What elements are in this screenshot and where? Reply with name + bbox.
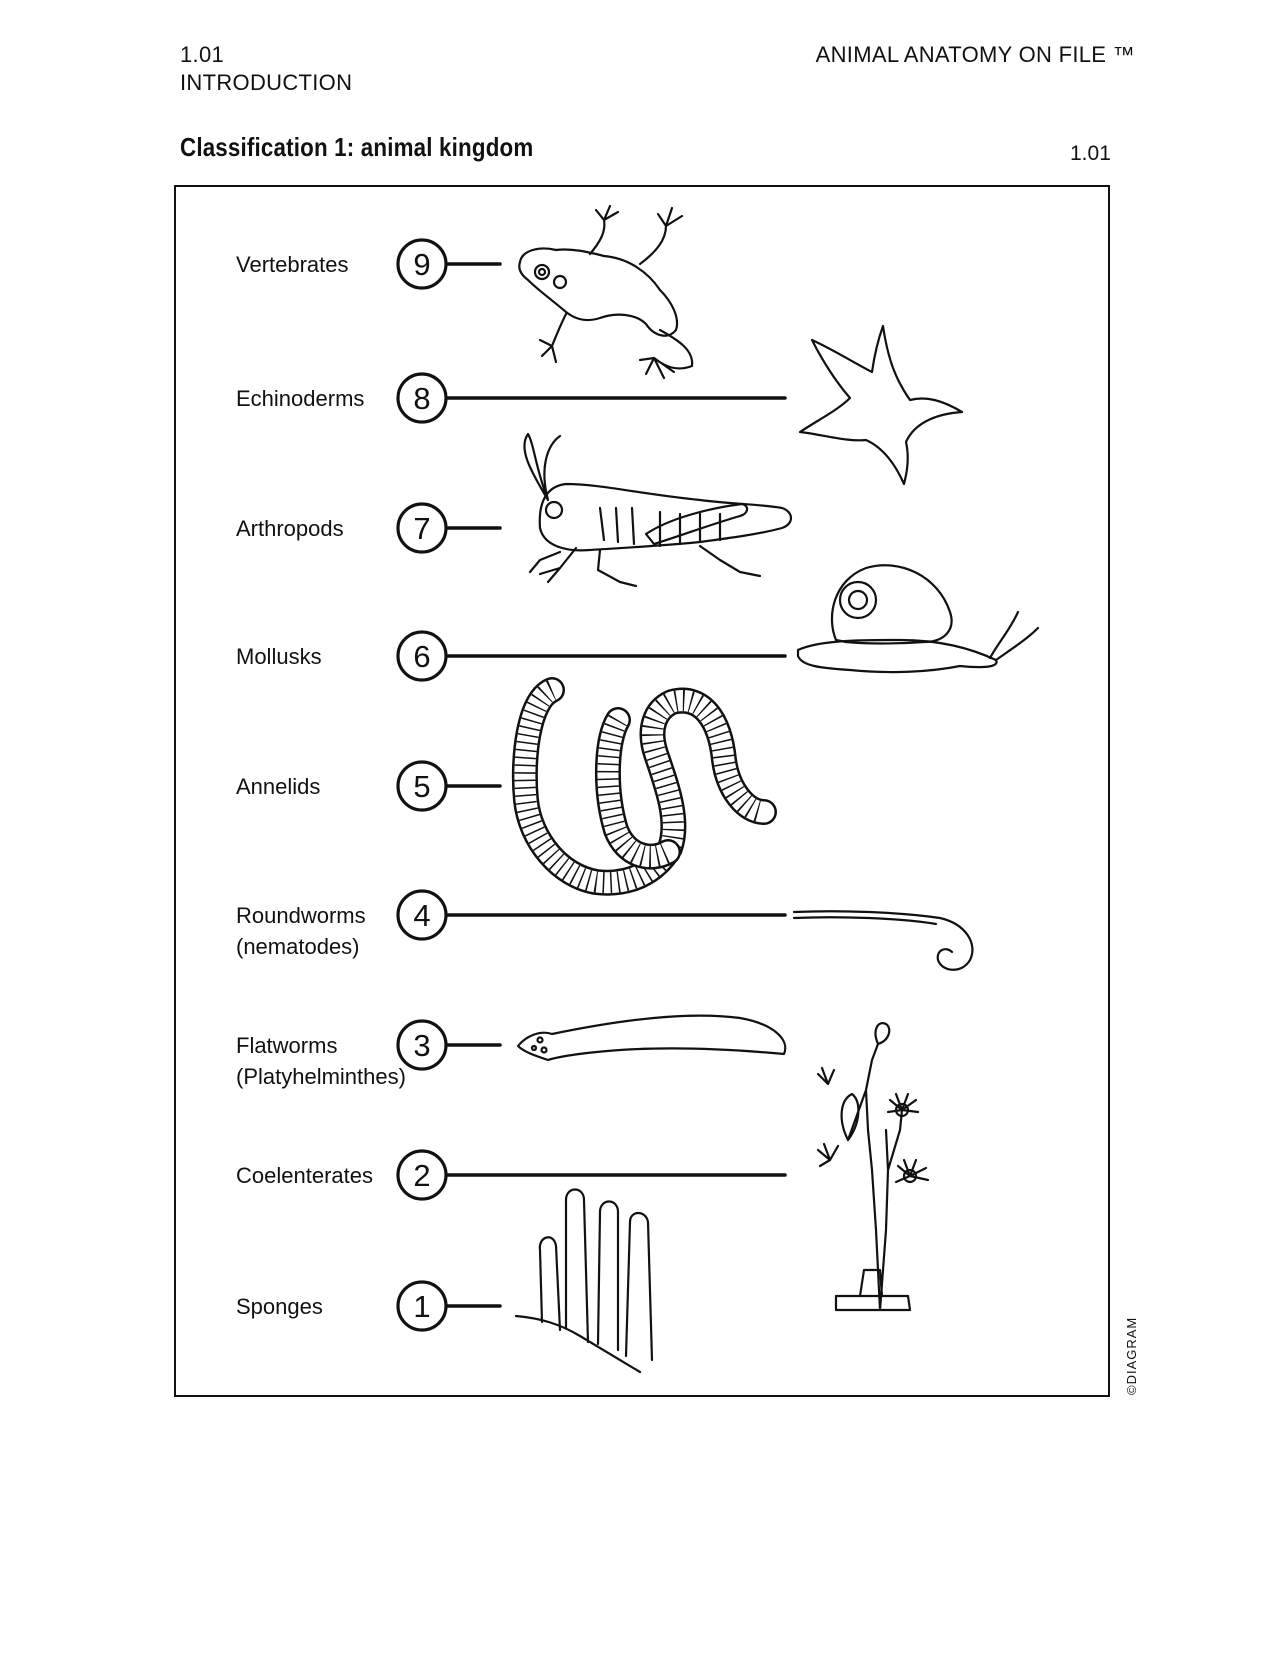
group-label-hydroid: Coelenterates [236,1160,373,1191]
section-number: 1.01 [180,42,225,67]
page-number: 1.01 [1070,142,1111,165]
series-title: ANIMAL ANATOMY ON FILE ™ [815,42,1135,67]
group-subtitle: (nematodes) [236,934,360,959]
frog-drawing [518,204,694,380]
group-subtitle: (Platyhelminthes) [236,1064,406,1089]
group-number-4: 4 [413,898,430,933]
starfish-drawing [798,324,964,486]
group-label-earthworm: Annelids [236,771,320,802]
group-label-nematode: Roundworms (nematodes) [236,900,366,962]
number-circle-3 [396,1019,448,1071]
connectors [443,262,787,1308]
group-name: Roundworms [236,903,366,928]
number-circle-5 [396,760,448,812]
group-number-3: 3 [413,1028,430,1063]
group-name: Arthropods [236,516,344,541]
diagram-frame [174,185,1110,1397]
planarian-drawing [516,1014,787,1062]
number-circle-8 [396,372,448,424]
group-name: Flatworms [236,1033,338,1058]
group-number-5: 5 [413,769,430,804]
number-circle-1 [396,1280,448,1332]
group-label-planarian: Flatworms (Platyhelminthes) [236,1030,406,1092]
number-circles: 9 8 7 6 5 4 3 2 1 [396,238,448,1332]
group-number-9: 9 [413,247,430,282]
group-label-sponge: Sponges [236,1291,323,1322]
group-name: Mollusks [236,644,322,669]
group-label-starfish: Echinoderms [236,383,364,414]
sponge-drawing [514,1188,654,1374]
group-number-8: 8 [413,381,430,416]
group-number-1: 1 [413,1289,430,1324]
group-label-frog: Vertebrates [236,249,349,280]
group-name: Sponges [236,1294,323,1319]
hydroid-drawing [816,1022,930,1312]
number-circle-7 [396,502,448,554]
group-number-2: 2 [413,1158,430,1193]
group-name: Echinoderms [236,386,365,411]
number-circle-4 [396,889,448,941]
number-circle-6 [396,630,448,682]
nematode-drawing [792,910,974,971]
grasshopper-drawing [523,432,793,588]
number-circle-2 [396,1149,448,1201]
number-circle-9 [396,238,448,290]
earthworm-drawing [511,677,777,896]
copyright-notice: ©DIAGRAM [1124,1316,1139,1395]
group-label-grasshopper: Arthropods [236,513,344,544]
group-number-6: 6 [413,639,430,674]
page-title: Classification 1: animal kingdom [180,132,534,162]
group-label-snail: Mollusks [236,641,322,672]
group-name: Vertebrates [236,252,349,277]
snail-drawing [796,564,1040,674]
group-number-7: 7 [413,511,430,546]
section-name: INTRODUCTION [180,70,353,95]
group-name: Annelids [236,774,321,799]
group-name: Coelenterates [236,1163,373,1188]
